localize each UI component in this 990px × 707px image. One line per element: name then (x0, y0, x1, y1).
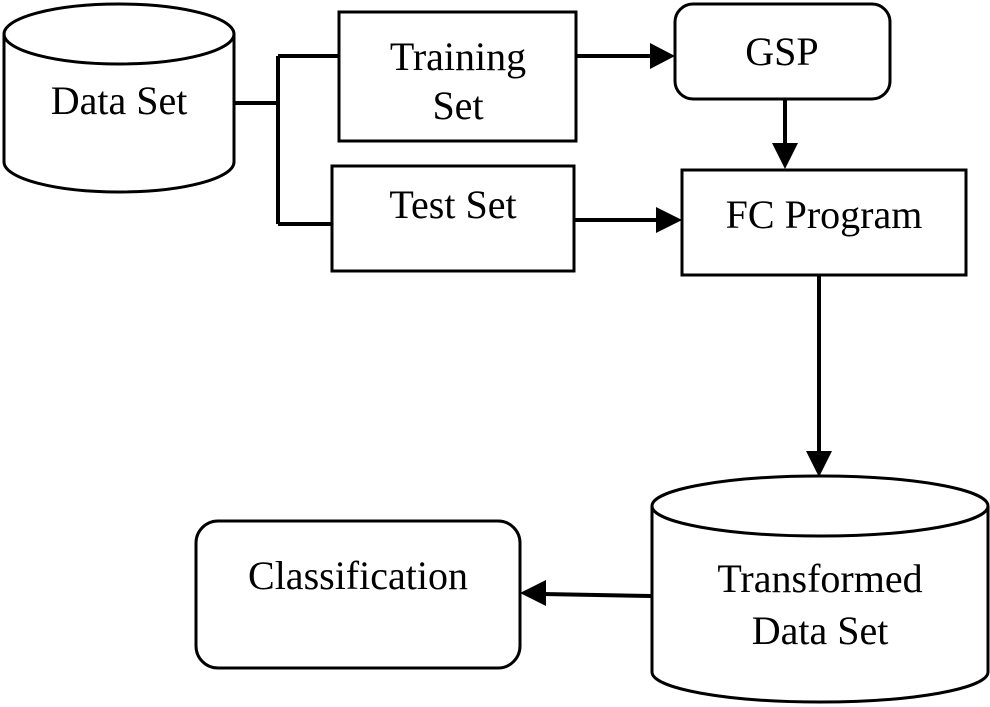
training-set-box: Training Set (337, 10, 578, 143)
training-set-label-line2: Set (432, 83, 483, 128)
data-set-label: Data Set (51, 78, 188, 123)
arrowhead (656, 207, 682, 233)
edge-training-to-gsp (576, 43, 675, 69)
test-set-box: Test Set (330, 164, 576, 273)
classification-box: Classification (194, 519, 522, 670)
gsp-label: GSP (745, 29, 818, 74)
arrowhead (806, 451, 832, 477)
data-set-cylinder: Data Set (2, 2, 236, 194)
fc-program-box: FC Program (680, 168, 968, 277)
gsp-box: GSP (673, 2, 892, 101)
arrowhead (772, 143, 798, 169)
arrowhead (520, 580, 546, 606)
fc-program-label: FC Program (726, 192, 923, 237)
training-set-label-line1: Training (390, 34, 526, 79)
transformed-data-set-label-line2: Data Set (752, 608, 889, 653)
test-set-label: Test Set (389, 182, 516, 227)
edge-transformed-to-classification (520, 580, 653, 606)
classification-label: Classification (248, 553, 468, 598)
arrowhead (650, 43, 675, 69)
edge-fc-to-transformed (806, 275, 832, 477)
data-set-split-connector (234, 54, 339, 226)
transformed-data-set-cylinder: Transformed Data Set (650, 474, 990, 704)
edge-test-to-fc (574, 207, 682, 233)
transformed-data-set-label-line1: Transformed (717, 556, 922, 601)
edge-gsp-to-fc (772, 99, 798, 169)
